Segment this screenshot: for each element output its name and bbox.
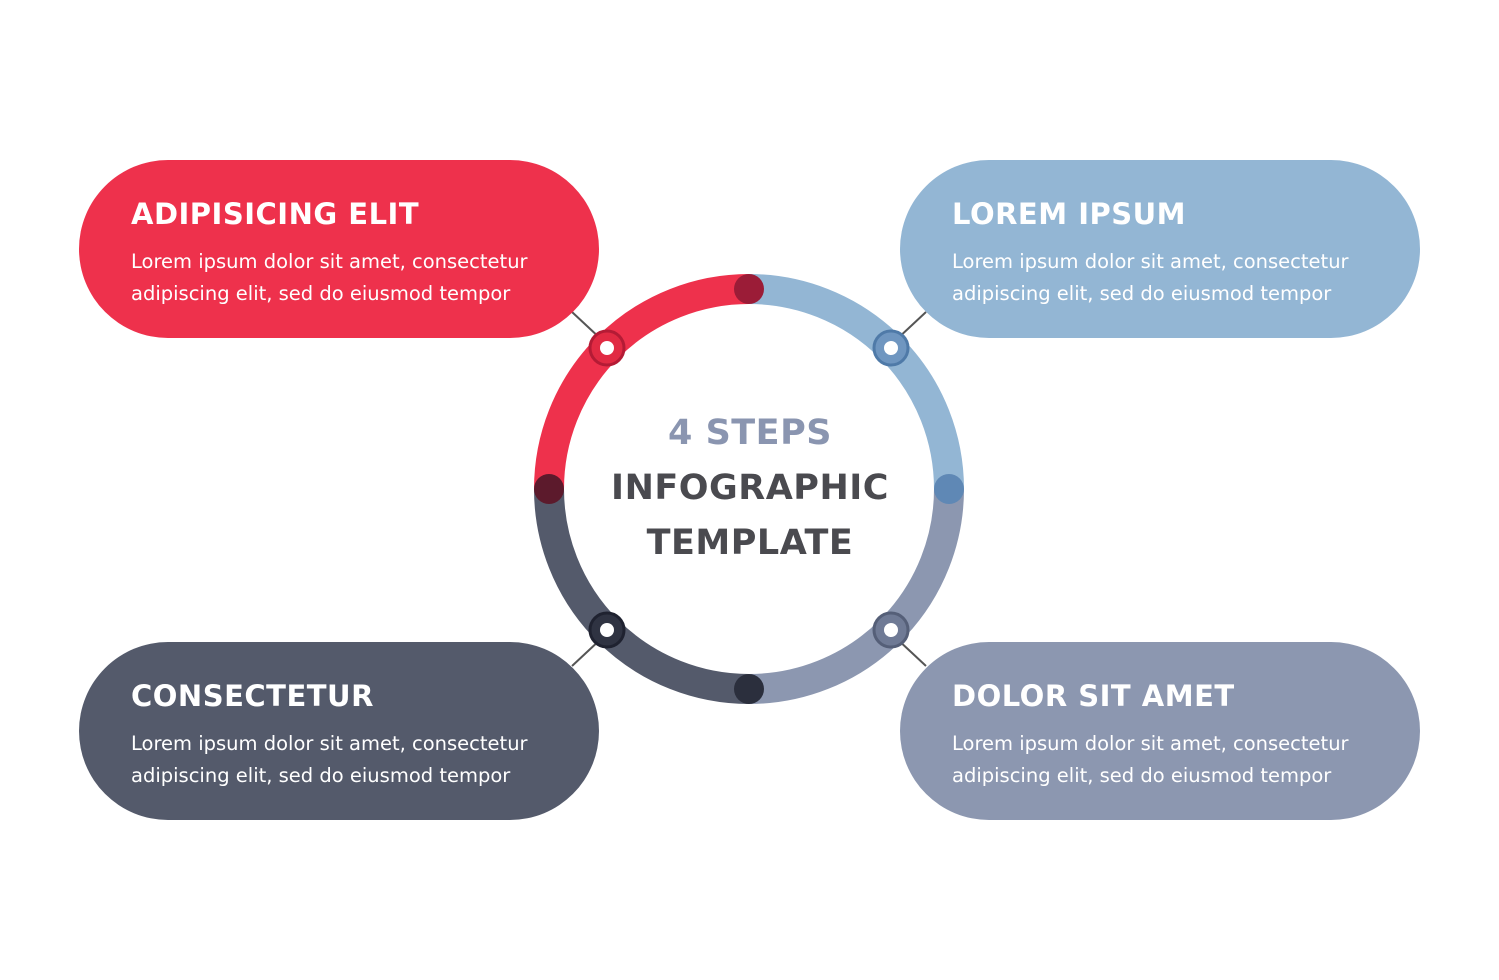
- step-description-line: Lorem ipsum dolor sit amet, consectetur: [131, 732, 528, 755]
- step-card-dolor-sit-amet: DOLOR SIT AMET Lorem ipsum dolor sit ame…: [900, 642, 1420, 820]
- step-title: ADIPISICING ELIT: [131, 197, 420, 231]
- ring-joint-left: [534, 474, 564, 504]
- step-description: Lorem ipsum dolor sit amet, consectetur …: [952, 728, 1380, 792]
- step-description-line: adipiscing elit, sed do eiusmod tempor: [131, 764, 511, 787]
- step-description: Lorem ipsum dolor sit amet, consectetur …: [131, 728, 559, 792]
- ring-joint-bottom: [734, 674, 764, 704]
- step-description: Lorem ipsum dolor sit amet, consectetur …: [131, 246, 559, 310]
- step-card-lorem-ipsum: LOREM IPSUM Lorem ipsum dolor sit amet, …: [900, 160, 1420, 338]
- center-title-infographic: INFOGRAPHIC: [611, 468, 889, 508]
- step-description-line: adipiscing elit, sed do eiusmod tempor: [952, 764, 1332, 787]
- step-description-line: Lorem ipsum dolor sit amet, consectetur: [131, 250, 528, 273]
- step-title: LOREM IPSUM: [952, 197, 1187, 231]
- ring-joint-top: [734, 274, 764, 304]
- step-description-line: adipiscing elit, sed do eiusmod tempor: [131, 282, 511, 305]
- step-description-line: adipiscing elit, sed do eiusmod tempor: [952, 282, 1332, 305]
- step-card-adipisicing-elit: ADIPISICING ELIT Lorem ipsum dolor sit a…: [79, 160, 599, 338]
- step-description-line: Lorem ipsum dolor sit amet, consectetur: [952, 250, 1349, 273]
- step-title: CONSECTETUR: [131, 679, 374, 713]
- step-card-consectetur: CONSECTETUR Lorem ipsum dolor sit amet, …: [79, 642, 599, 820]
- center-title-steps: 4 STEPS: [668, 413, 832, 453]
- step-description-line: Lorem ipsum dolor sit amet, consectetur: [952, 732, 1349, 755]
- step-description: Lorem ipsum dolor sit amet, consectetur …: [952, 246, 1380, 310]
- ring-joint-right: [934, 474, 964, 504]
- step-title: DOLOR SIT AMET: [952, 679, 1235, 713]
- center-title-template: TEMPLATE: [646, 523, 854, 563]
